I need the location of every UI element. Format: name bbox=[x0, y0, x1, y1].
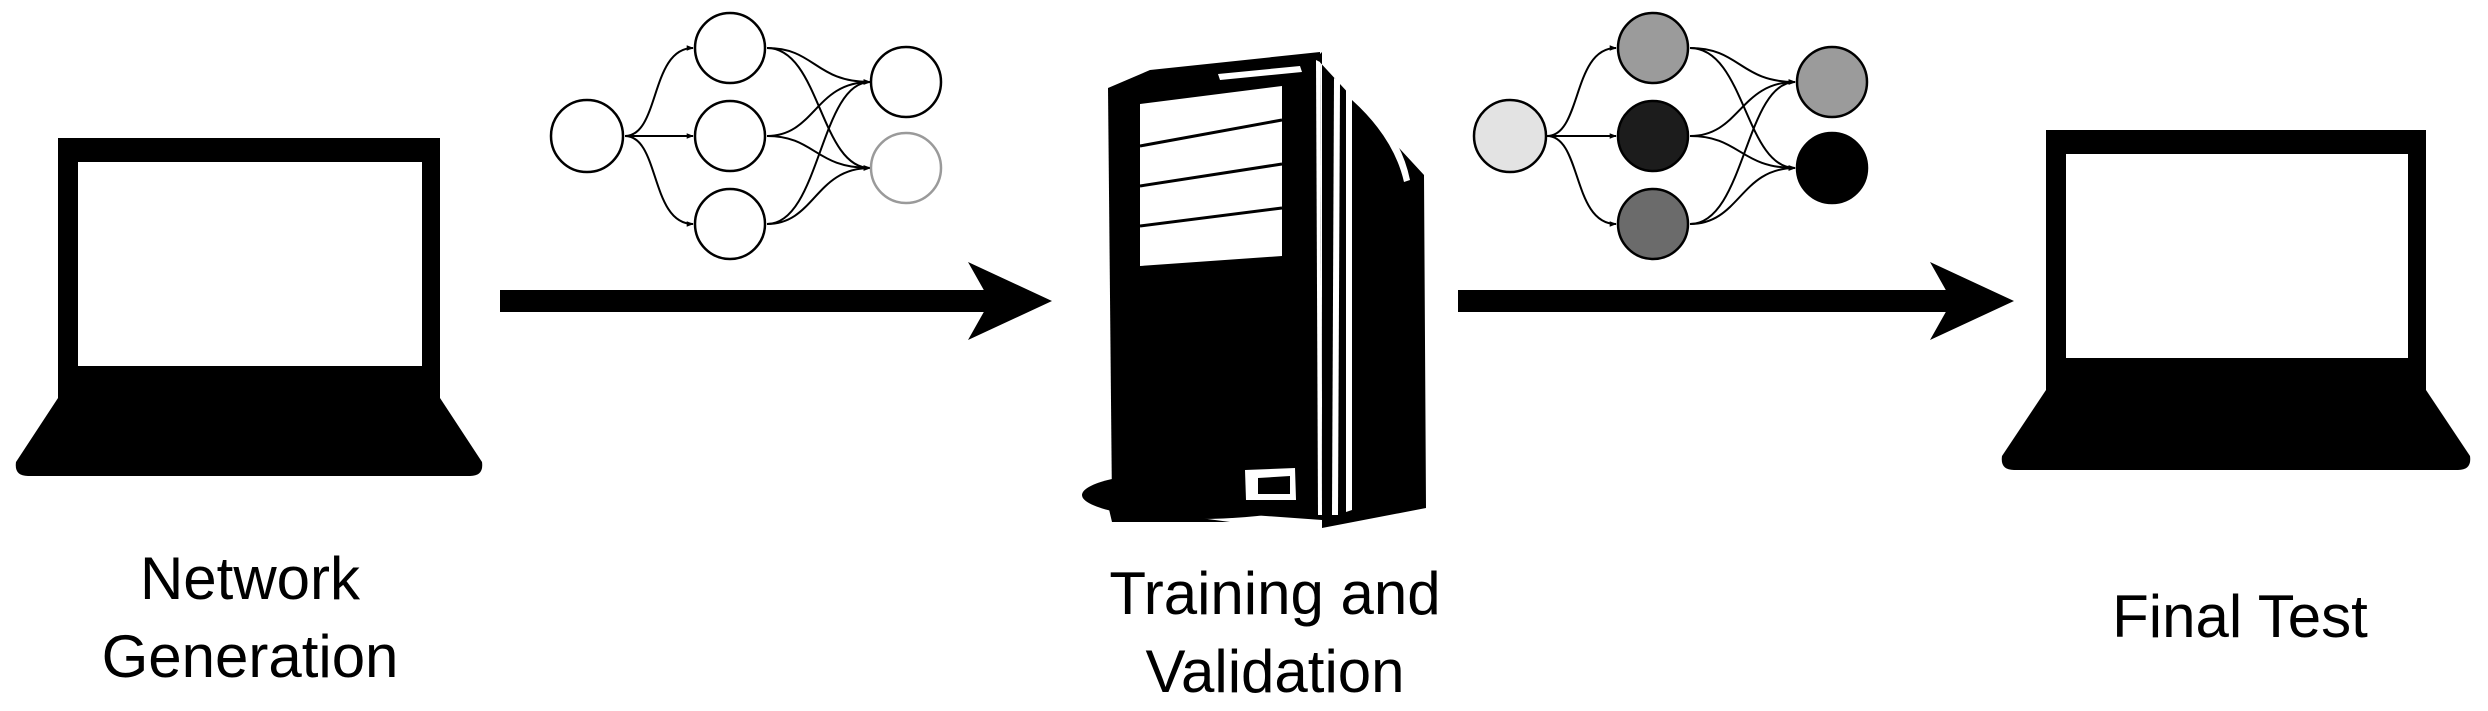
network-node bbox=[869, 131, 943, 205]
network-node bbox=[693, 99, 767, 173]
network-node bbox=[869, 45, 943, 119]
network-node bbox=[1616, 11, 1690, 85]
network-node bbox=[1795, 45, 1869, 119]
neural-network-trained bbox=[1472, 11, 1869, 261]
network-node bbox=[549, 98, 625, 174]
laptop-icon-left bbox=[15, 138, 483, 476]
caption-line: Generation bbox=[101, 623, 399, 690]
network-node bbox=[1472, 98, 1548, 174]
server-tower-icon bbox=[1082, 52, 1426, 528]
network-node bbox=[1616, 187, 1690, 261]
network-node bbox=[1795, 131, 1869, 205]
neural-network-untrained bbox=[549, 11, 943, 261]
caption-line: Final Test bbox=[2112, 583, 2368, 650]
network-node bbox=[693, 187, 767, 261]
caption-training-and-validation: Training and Validation bbox=[1045, 555, 1505, 711]
caption-line: Training and bbox=[1109, 560, 1441, 627]
arrow-to-final-test bbox=[1458, 262, 2014, 340]
caption-network-generation: Network Generation bbox=[50, 540, 450, 696]
arrow-to-training bbox=[500, 262, 1052, 340]
network-node bbox=[1616, 99, 1690, 173]
laptop-icon-right bbox=[2001, 130, 2471, 470]
caption-line: Network bbox=[139, 545, 361, 612]
caption-line: Validation bbox=[1145, 638, 1405, 705]
caption-final-test: Final Test bbox=[2050, 578, 2430, 656]
network-node bbox=[693, 11, 767, 85]
